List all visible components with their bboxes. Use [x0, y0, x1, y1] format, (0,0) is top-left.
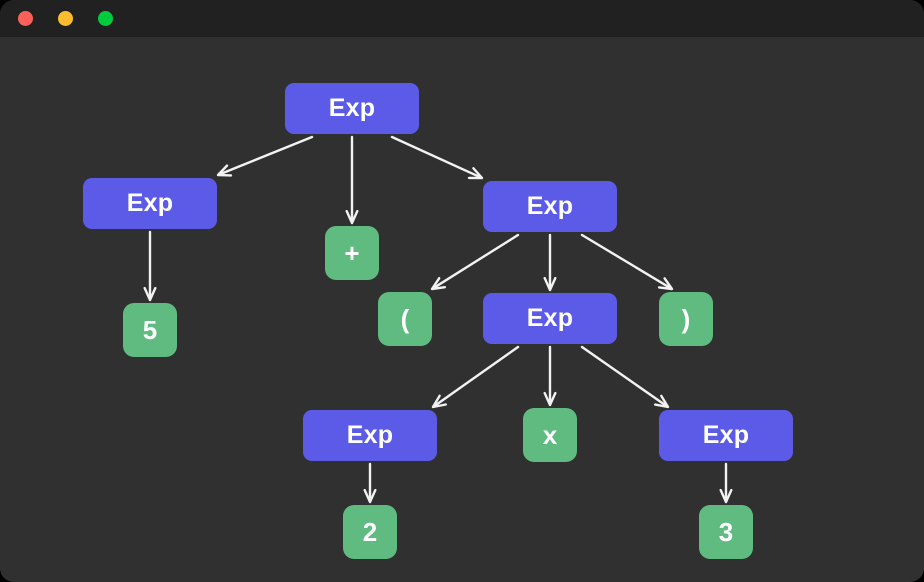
tree-edge-n1-to-n4 [143, 230, 157, 302]
tree-edge-n3-to-n5 [430, 233, 520, 291]
tree-node-label: Exp [702, 421, 750, 449]
tree-node-label: 2 [362, 516, 378, 547]
tree-node-terminal-n2[interactable]: + [325, 226, 379, 280]
tree-node-terminal-n11[interactable]: 2 [343, 505, 397, 559]
tree-node-label: Exp [126, 189, 174, 217]
tree-node-terminal-n5[interactable]: ( [378, 292, 432, 346]
tree-node-label: Exp [526, 192, 574, 220]
arrowhead-icon [345, 209, 359, 225]
tree-node-label: Exp [328, 94, 376, 122]
arrowhead-icon [719, 488, 733, 504]
tree-node-label: Exp [346, 421, 394, 449]
arrowhead-icon [431, 394, 447, 409]
tree-edge-n3-to-n7 [580, 233, 674, 291]
arrowhead-icon [143, 286, 157, 302]
tree-node-nonterminal-n10[interactable]: Exp [659, 410, 793, 461]
tree-node-terminal-n4[interactable]: 5 [123, 303, 177, 357]
tree-node-label: + [344, 237, 360, 268]
tree-node-label: Exp [526, 304, 574, 332]
tree-node-label: x [542, 419, 558, 450]
tree-node-label: ) [681, 303, 691, 334]
maximize-window-button[interactable] [98, 11, 113, 26]
tree-node-terminal-n12[interactable]: 3 [699, 505, 753, 559]
tree-edge-n0-to-n3 [390, 135, 484, 180]
arrowhead-icon [363, 488, 377, 504]
tree-node-label: 3 [718, 516, 734, 547]
minimize-window-button[interactable] [58, 11, 73, 26]
arrowhead-icon [654, 394, 670, 409]
window-titlebar [0, 0, 924, 37]
arrowhead-icon [657, 277, 674, 291]
tree-edge-n6-to-n8 [431, 345, 520, 409]
tree-node-nonterminal-n1[interactable]: Exp [83, 178, 217, 229]
tree-edge-n0-to-n2 [345, 135, 359, 225]
tree-node-nonterminal-n6[interactable]: Exp [483, 293, 617, 344]
tree-edge-n6-to-n9 [543, 345, 557, 407]
tree-node-terminal-n7[interactable]: ) [659, 292, 713, 346]
arrowhead-icon [216, 164, 233, 177]
tree-node-terminal-n9[interactable]: x [523, 408, 577, 462]
tree-edge-n6-to-n10 [580, 345, 670, 409]
tree-edge-n0-to-n1 [216, 135, 314, 177]
arrowhead-icon [543, 276, 557, 292]
arrowhead-icon [467, 167, 484, 180]
tree-node-label: ( [400, 303, 410, 334]
tree-node-nonterminal-n3[interactable]: Exp [483, 181, 617, 232]
tree-edge-n8-to-n11 [363, 462, 377, 504]
tree-node-nonterminal-n0[interactable]: Exp [285, 83, 419, 134]
tree-edge-n3-to-n6 [543, 233, 557, 292]
tree-node-label: 5 [142, 314, 158, 345]
tree-edge-n10-to-n12 [719, 462, 733, 504]
close-window-button[interactable] [18, 11, 33, 26]
arrowhead-icon [430, 276, 447, 291]
tree-node-nonterminal-n8[interactable]: Exp [303, 410, 437, 461]
arrowhead-icon [543, 391, 557, 407]
